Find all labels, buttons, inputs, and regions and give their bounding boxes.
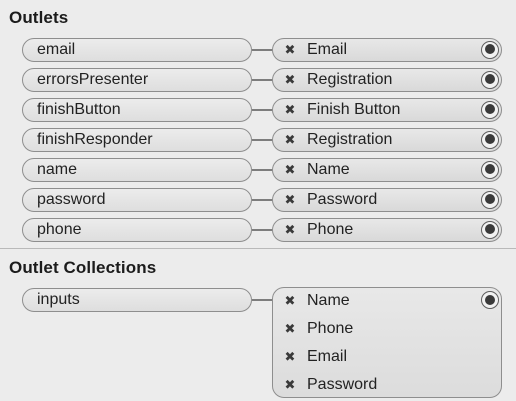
section-divider <box>0 248 516 249</box>
remove-connection-icon[interactable]: ✖ <box>284 42 296 57</box>
connection-line <box>252 199 273 201</box>
collection-target-item[interactable]: ✖ Password <box>273 372 501 398</box>
connection-line <box>252 299 273 301</box>
collection-target-item[interactable]: ✖ Name <box>273 288 501 314</box>
outlet-row-errors-presenter: errorsPresenter ✖ Registration <box>0 68 516 94</box>
outlet-name[interactable]: errorsPresenter <box>22 68 252 92</box>
outlet-target-label: Finish Button <box>307 101 401 118</box>
collection-target-item[interactable]: ✖ Email <box>273 344 501 370</box>
collection-targets-box: ✖ Name ✖ Phone ✖ Email ✖ Password <box>272 287 502 398</box>
remove-connection-icon[interactable]: ✖ <box>284 102 296 117</box>
outlet-target[interactable]: ✖ Name <box>272 158 502 182</box>
outlet-row-finish-responder: finishResponder ✖ Registration <box>0 128 516 154</box>
outlet-target[interactable]: ✖ Phone <box>272 218 502 242</box>
outlet-row-name: name ✖ Name <box>0 158 516 184</box>
connection-circle-icon[interactable] <box>481 291 499 309</box>
outlet-name[interactable]: finishButton <box>22 98 252 122</box>
collection-name[interactable]: inputs <box>22 288 252 312</box>
outlet-target-label: Password <box>307 191 378 208</box>
connection-circle-icon[interactable] <box>481 130 499 149</box>
outlet-name[interactable]: phone <box>22 218 252 242</box>
outlet-row-email: email ✖ Email <box>0 38 516 64</box>
outlets-section-title: Outlets <box>9 8 69 27</box>
outlet-target-label: Email <box>307 41 348 58</box>
remove-connection-icon[interactable]: ✖ <box>284 321 296 336</box>
outlet-target[interactable]: ✖ Registration <box>272 68 502 92</box>
outlet-target[interactable]: ✖ Password <box>272 188 502 212</box>
remove-connection-icon[interactable]: ✖ <box>284 349 296 364</box>
outlet-name[interactable]: name <box>22 158 252 182</box>
outlet-target-label: Registration <box>307 131 393 148</box>
outlet-row-phone: phone ✖ Phone <box>0 218 516 244</box>
outlet-collections-section-title: Outlet Collections <box>9 258 157 277</box>
connection-circle-icon[interactable] <box>481 190 499 209</box>
connection-line <box>252 79 273 81</box>
outlet-target[interactable]: ✖ Registration <box>272 128 502 152</box>
connection-line <box>252 109 273 111</box>
collection-target-label: Email <box>307 348 348 365</box>
remove-connection-icon[interactable]: ✖ <box>284 162 296 177</box>
outlet-target-label: Registration <box>307 71 393 88</box>
collection-target-label: Password <box>307 376 378 393</box>
collection-target-label: Name <box>307 292 350 309</box>
connection-line <box>252 229 273 231</box>
outlet-row-password: password ✖ Password <box>0 188 516 214</box>
connection-circle-icon[interactable] <box>481 100 499 119</box>
outlet-name[interactable]: finishResponder <box>22 128 252 152</box>
remove-connection-icon[interactable]: ✖ <box>284 222 296 237</box>
connection-circle-icon[interactable] <box>481 70 499 89</box>
collection-row-inputs: inputs <box>0 288 516 314</box>
collection-target-label: Phone <box>307 320 354 337</box>
connection-circle-icon[interactable] <box>481 220 499 239</box>
connection-line <box>252 139 273 141</box>
remove-connection-icon[interactable]: ✖ <box>284 72 296 87</box>
outlet-row-finish-button: finishButton ✖ Finish Button <box>0 98 516 124</box>
outlet-target[interactable]: ✖ Finish Button <box>272 98 502 122</box>
connection-line <box>252 49 273 51</box>
connection-line <box>252 169 273 171</box>
remove-connection-icon[interactable]: ✖ <box>284 293 296 308</box>
outlet-target[interactable]: ✖ Email <box>272 38 502 62</box>
remove-connection-icon[interactable]: ✖ <box>284 192 296 207</box>
connection-circle-icon[interactable] <box>481 160 499 179</box>
remove-connection-icon[interactable]: ✖ <box>284 132 296 147</box>
remove-connection-icon[interactable]: ✖ <box>284 377 296 392</box>
outlet-name[interactable]: password <box>22 188 252 212</box>
outlet-target-label: Phone <box>307 221 354 238</box>
collection-target-item[interactable]: ✖ Phone <box>273 316 501 342</box>
outlet-name[interactable]: email <box>22 38 252 62</box>
outlet-target-label: Name <box>307 161 350 178</box>
connection-circle-icon[interactable] <box>481 40 499 59</box>
